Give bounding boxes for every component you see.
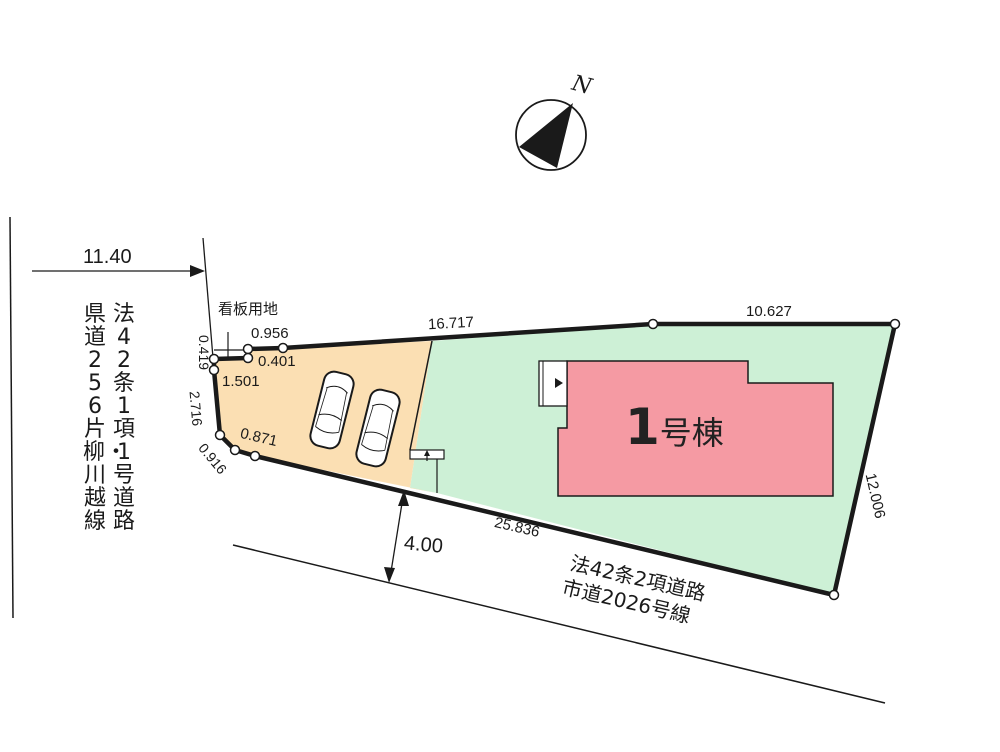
west-road-name: 県道256片柳・川越線 [83, 302, 128, 534]
west-road-edge-line [9, 216, 14, 619]
setback-dimension: 11.40 [83, 246, 132, 268]
north-arrow-icon [515, 99, 587, 171]
building-1-label: 1号棟 [625, 398, 724, 456]
dimension-0419: 0.419 [196, 335, 212, 371]
south-road-edge-line [232, 544, 886, 704]
road-width-dimension: 4.00 [403, 532, 444, 558]
car-icon [309, 370, 355, 450]
arrowhead-icon [384, 567, 395, 583]
west-road-legal-class: 法42条1項1号道路 [112, 302, 135, 534]
arrowhead-icon [398, 490, 409, 506]
west-boundary-reference-line [202, 237, 214, 359]
signboard-area-label: 看板用地 [218, 300, 279, 318]
arrowhead-icon [190, 265, 205, 277]
parking-divider-line [409, 340, 433, 451]
arrowhead-icon [424, 450, 430, 456]
dimension-16717: 16.717 [427, 313, 475, 334]
boundary-markers [208, 318, 901, 601]
dimension-1501: 1.501 [222, 373, 260, 390]
road-width-dimension-line [389, 496, 404, 579]
dimension-0401: 0.401 [258, 353, 296, 370]
dimension-10627: 10.627 [746, 303, 792, 320]
entrance-arrow-icon [555, 378, 563, 388]
dimension-0956: 0.956 [251, 325, 289, 342]
building-1-footprint [557, 360, 834, 497]
dimension-2716: 2.716 [186, 390, 206, 427]
building-suffix: 号棟 [659, 414, 724, 452]
car-icon [355, 388, 401, 468]
building-entrance [538, 360, 568, 407]
building-number: 1 [625, 398, 660, 456]
